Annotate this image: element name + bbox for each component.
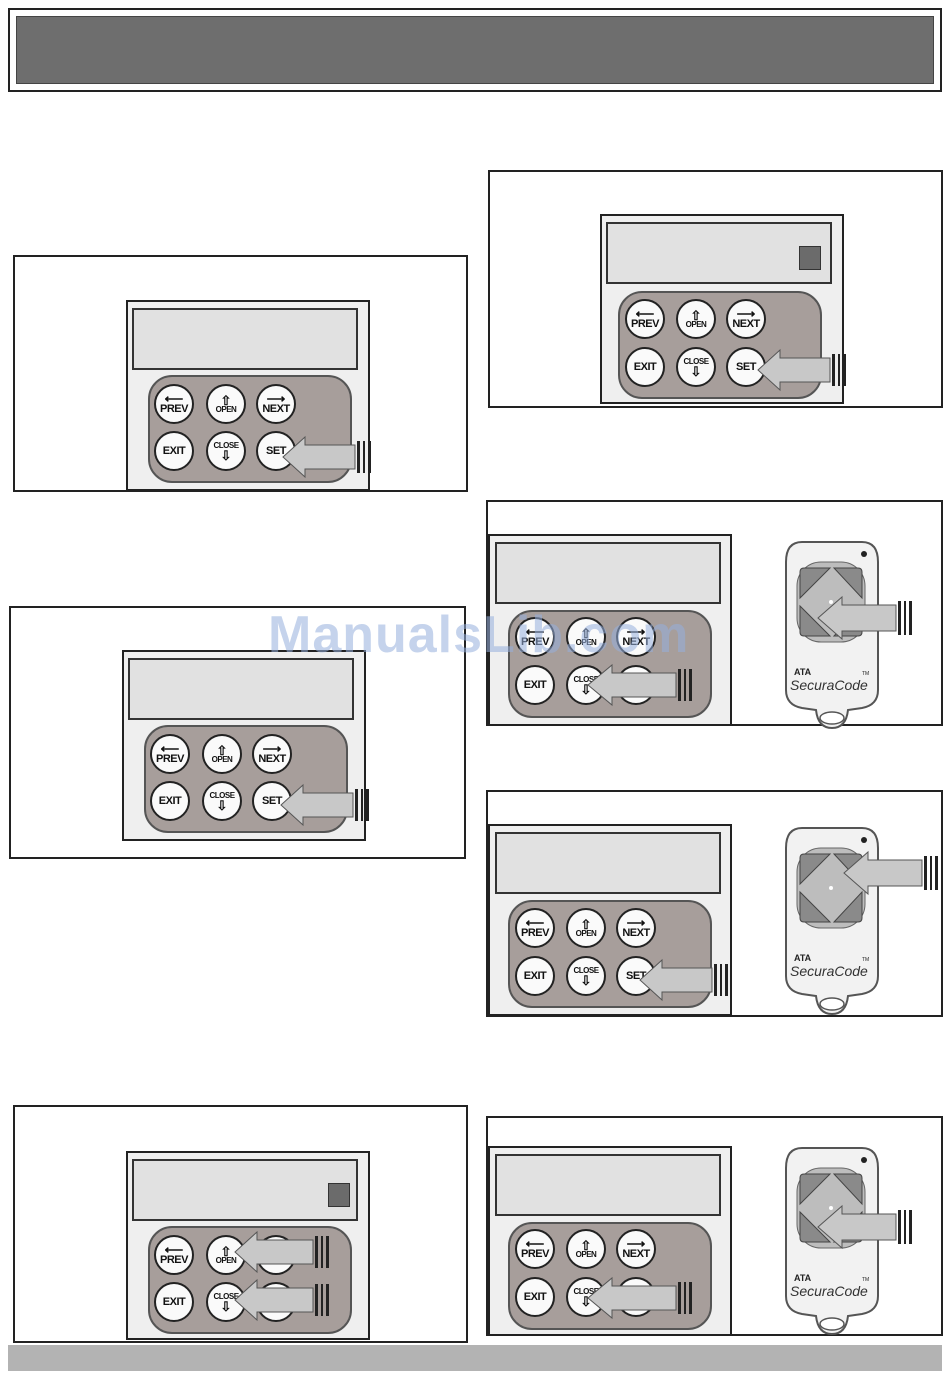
keypad: ⟵PREV ⇧OPEN ⟶NEXT EXIT CLOSE⇩ SET (488, 824, 732, 1016)
pointer-arrow (587, 1276, 692, 1320)
lcd-display (132, 1159, 358, 1221)
close-button[interactable]: CLOSE⇩ (566, 956, 606, 996)
next-button[interactable]: ⟶NEXT (252, 734, 292, 774)
exit-button[interactable]: EXIT (154, 1282, 194, 1322)
set-button[interactable]: SET (726, 347, 766, 387)
keypad: ⟵PREV ⇧OPEN ⟶NEXT EXIT CLOSE⇩ SET (126, 300, 370, 491)
pointer-arrow (639, 958, 728, 1002)
figure-7: ⟵PREV ⇧OPEN ⟶NEXT EXIT CLOSE⇩ ATA TM Sec… (486, 1116, 943, 1336)
remote-tm: TM (862, 671, 869, 677)
prev-button[interactable]: ⟵PREV (150, 734, 190, 774)
exit-button[interactable]: EXIT (150, 781, 190, 821)
open-button[interactable]: ⇧OPEN (202, 734, 242, 774)
pointer-arrow (587, 663, 692, 707)
next-button[interactable]: ⟶NEXT (726, 299, 766, 339)
lcd-display (606, 222, 832, 284)
exit-button[interactable]: EXIT (515, 665, 555, 705)
pointer-arrow-remote (843, 850, 938, 896)
remote-product: SecuraCode (790, 677, 868, 693)
lcd-display (495, 832, 721, 894)
lcd-display (132, 308, 358, 370)
next-button[interactable]: ⟶NEXT (616, 1229, 656, 1269)
figure-2: ⟵PREV ⇧OPEN ⟶NEXT EXIT CLOSE⇩ SET (9, 606, 466, 859)
remote-tm: TM (862, 1277, 869, 1283)
pointer-arrow (280, 783, 369, 827)
next-button[interactable]: ⟶NEXT (616, 908, 656, 948)
exit-button[interactable]: EXIT (625, 347, 665, 387)
figure-3: ⟵PREV ⇧OPEN EXIT CLOSE⇩ (13, 1105, 468, 1343)
figure-4: ⟵PREV ⇧OPEN ⟶NEXT EXIT CLOSE⇩ SET (488, 170, 943, 408)
pointer-arrow-remote (817, 595, 912, 641)
remote-brand: ATA (794, 953, 812, 963)
figure-6: ⟵PREV ⇧OPEN ⟶NEXT EXIT CLOSE⇩ SET ATA TM… (486, 790, 943, 1017)
lcd-display (128, 658, 354, 720)
header-bar (16, 16, 934, 84)
prev-button[interactable]: ⟵PREV (515, 908, 555, 948)
exit-button[interactable]: EXIT (515, 1277, 555, 1317)
open-button[interactable]: ⇧OPEN (206, 384, 246, 424)
remote-brand: ATA (794, 667, 812, 677)
next-button[interactable]: ⟶NEXT (616, 617, 656, 657)
remote-brand: ATA (794, 1273, 812, 1283)
lcd-indicator (328, 1183, 350, 1207)
prev-button[interactable]: ⟵PREV (154, 384, 194, 424)
pointer-arrow (757, 348, 846, 392)
lcd-indicator (799, 246, 821, 270)
remote-tm: TM (862, 957, 869, 963)
prev-button[interactable]: ⟵PREV (625, 299, 665, 339)
close-button[interactable]: CLOSE⇩ (676, 347, 716, 387)
close-button[interactable]: CLOSE⇩ (206, 431, 246, 471)
close-button[interactable]: CLOSE⇩ (202, 781, 242, 821)
open-button[interactable]: ⇧OPEN (566, 617, 606, 657)
pointer-arrow-close (234, 1278, 329, 1322)
pointer-arrow-remote (817, 1204, 912, 1250)
prev-button[interactable]: ⟵PREV (515, 617, 555, 657)
exit-button[interactable]: EXIT (154, 431, 194, 471)
lcd-display (495, 1154, 721, 1216)
lcd-display (495, 542, 721, 604)
exit-button[interactable]: EXIT (515, 956, 555, 996)
remote-product: SecuraCode (790, 963, 868, 979)
figure-1: ⟵PREV ⇧OPEN ⟶NEXT EXIT CLOSE⇩ SET (13, 255, 468, 492)
prev-button[interactable]: ⟵PREV (154, 1235, 194, 1275)
footer-bar (8, 1345, 942, 1371)
pointer-arrow-open (234, 1230, 329, 1274)
header-banner (8, 8, 942, 92)
open-button[interactable]: ⇧OPEN (676, 299, 716, 339)
prev-button[interactable]: ⟵PREV (515, 1229, 555, 1269)
open-button[interactable]: ⇧OPEN (566, 908, 606, 948)
open-button[interactable]: ⇧OPEN (566, 1229, 606, 1269)
pointer-arrow (282, 435, 371, 479)
figure-5: ⟵PREV ⇧OPEN ⟶NEXT EXIT CLOSE⇩ ATA TM Sec… (486, 500, 943, 730)
next-button[interactable]: ⟶NEXT (256, 384, 296, 424)
remote-product: SecuraCode (790, 1283, 868, 1299)
